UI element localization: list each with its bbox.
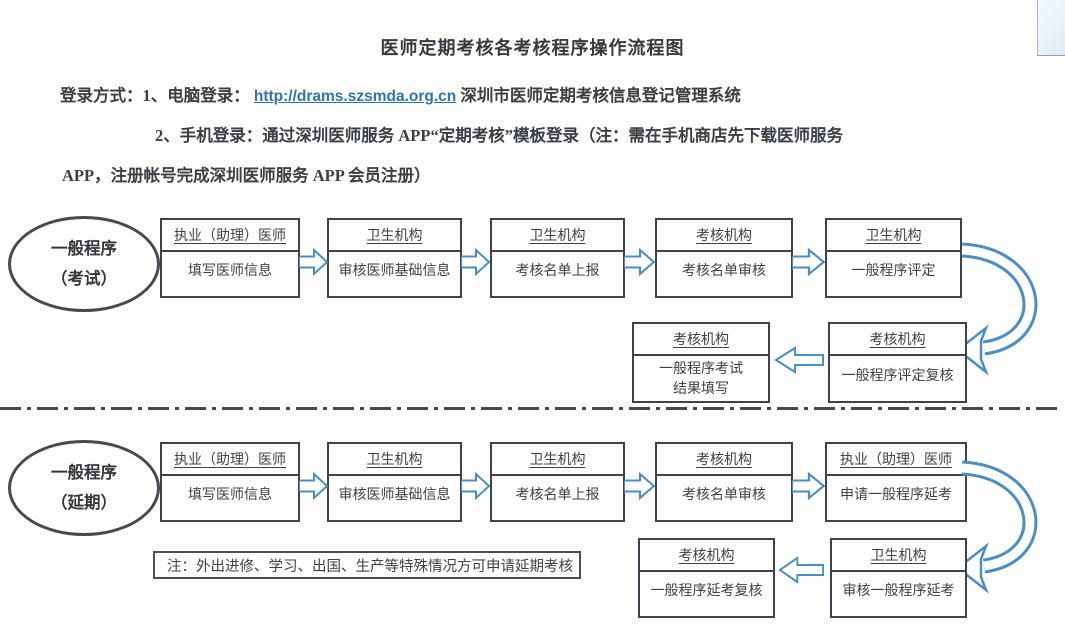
- flow-box-role: 考核机构: [657, 220, 791, 252]
- arrow-right-icon: [299, 471, 329, 501]
- arrow-right-icon: [624, 247, 656, 277]
- login-line1-suffix: 深圳市医师定期考核信息登记管理系统: [460, 86, 741, 105]
- arrow-right-icon: [792, 247, 826, 277]
- arrow-right-icon: [792, 471, 826, 501]
- oval-label-line2: （考试）: [51, 269, 117, 288]
- flow-box-role: 卫生机构: [329, 444, 460, 476]
- flow-box-fill-info: 执业（助理）医师 填写医师信息: [160, 218, 300, 298]
- flow-box-list-review: 考核机构 考核名单审核: [655, 218, 793, 298]
- flow-box-action: 考核名单上报: [515, 488, 600, 503]
- arrow-right-icon: [299, 247, 329, 277]
- login-line-1: 登录方式：1、电脑登录： http://drams.szsmda.org.cn …: [60, 82, 741, 106]
- flow-box-role: 考核机构: [634, 324, 768, 356]
- login-line1-prefix: 登录方式：1、电脑登录：: [60, 86, 250, 105]
- arrow-left-icon: [774, 346, 824, 374]
- procedure-oval-defer: 一般程序 （延期）: [8, 440, 160, 536]
- flow-box-apply-defer: 执业（助理）医师 申请一般程序延考: [825, 442, 967, 522]
- flow-box-role: 卫生机构: [832, 540, 965, 572]
- flow-box-submit-list: 卫生机构 考核名单上报: [490, 218, 625, 298]
- flow-box-evaluation-recheck: 考核机构 一般程序评定复核: [828, 322, 967, 403]
- oval-label-line1: 一般程序: [51, 239, 117, 259]
- page-title: 医师定期考核各考核程序操作流程图: [380, 38, 685, 58]
- flow-box-action: 考核名单审核: [682, 264, 766, 279]
- defer-note: 注：外出进修、学习、出国、生产等特殊情况方可申请延期考核: [153, 551, 581, 579]
- flow-box-evaluation: 卫生机构 一般程序评定: [825, 218, 962, 298]
- flow-box-action: 填写医师信息: [188, 488, 272, 503]
- flow-box-review-info: 卫生机构 审核医师基础信息: [327, 442, 462, 522]
- oval-label-line1: 一般程序: [51, 463, 117, 483]
- curved-arrow-icon: [950, 236, 1062, 376]
- flow-box-action: 审核医师基础信息: [338, 488, 451, 503]
- flow-box-role: 执业（助理）医师: [827, 444, 965, 476]
- flow-box-action: 一般程序考试 结果填写: [659, 361, 743, 397]
- flow-box-exam-result: 考核机构 一般程序考试 结果填写: [632, 322, 770, 403]
- flow-box-role: 卫生机构: [492, 444, 623, 476]
- flow-box-list-review: 考核机构 考核名单审核: [655, 442, 793, 522]
- page-corner: [1037, 0, 1065, 56]
- flow-box-role: 卫生机构: [492, 220, 623, 252]
- flow-box-action: 申请一般程序延考: [840, 488, 952, 503]
- arrow-left-icon: [778, 556, 824, 584]
- procedure-oval-exam: 一般程序 （考试）: [8, 216, 160, 312]
- flow-box-role: 卫生机构: [827, 220, 960, 252]
- flow-box-role: 考核机构: [657, 444, 791, 476]
- flow-box-defer-review: 卫生机构 审核一般程序延考: [830, 538, 967, 618]
- arrow-right-icon: [461, 247, 491, 277]
- flow-box-fill-info: 执业（助理）医师 填写医师信息: [160, 442, 300, 522]
- curved-arrow-icon: [950, 454, 1062, 594]
- flow-box-action: 一般程序延考复核: [650, 584, 763, 599]
- oval-label-line2: （延期）: [51, 493, 117, 512]
- dash-dot-divider: [0, 407, 1062, 410]
- arrow-right-icon: [461, 471, 491, 501]
- flow-box-action: 审核一般程序延考: [842, 584, 955, 599]
- flow-box-defer-recheck: 考核机构 一般程序延考复核: [638, 538, 775, 618]
- flow-box-action: 考核名单上报: [515, 264, 600, 279]
- flow-box-action: 一般程序评定复核: [841, 368, 954, 384]
- flow-box-role: 考核机构: [830, 324, 965, 356]
- flow-box-submit-list: 卫生机构 考核名单上报: [490, 442, 625, 522]
- flow-box-role: 执业（助理）医师: [162, 444, 298, 476]
- registration-system-link[interactable]: http://drams.szsmda.org.cn: [253, 88, 457, 105]
- flow-box-action: 考核名单审核: [682, 488, 766, 503]
- flow-box-action: 填写医师信息: [188, 264, 272, 279]
- flow-box-role: 考核机构: [640, 540, 773, 572]
- login-line-2: 2、手机登录：通过深圳医师服务 APP“定期考核”模板登录（注：需在手机商店先下…: [155, 126, 843, 145]
- arrow-right-icon: [624, 471, 656, 501]
- flow-box-review-info: 卫生机构 审核医师基础信息: [327, 218, 462, 298]
- flow-box-action: 审核医师基础信息: [338, 264, 451, 279]
- flow-box-role: 执业（助理）医师: [162, 220, 298, 252]
- login-line-3: APP，注册帐号完成深圳医师服务 APP 会员注册）: [62, 166, 431, 185]
- flow-box-action: 一般程序评定: [851, 264, 936, 279]
- flow-box-role: 卫生机构: [329, 220, 460, 252]
